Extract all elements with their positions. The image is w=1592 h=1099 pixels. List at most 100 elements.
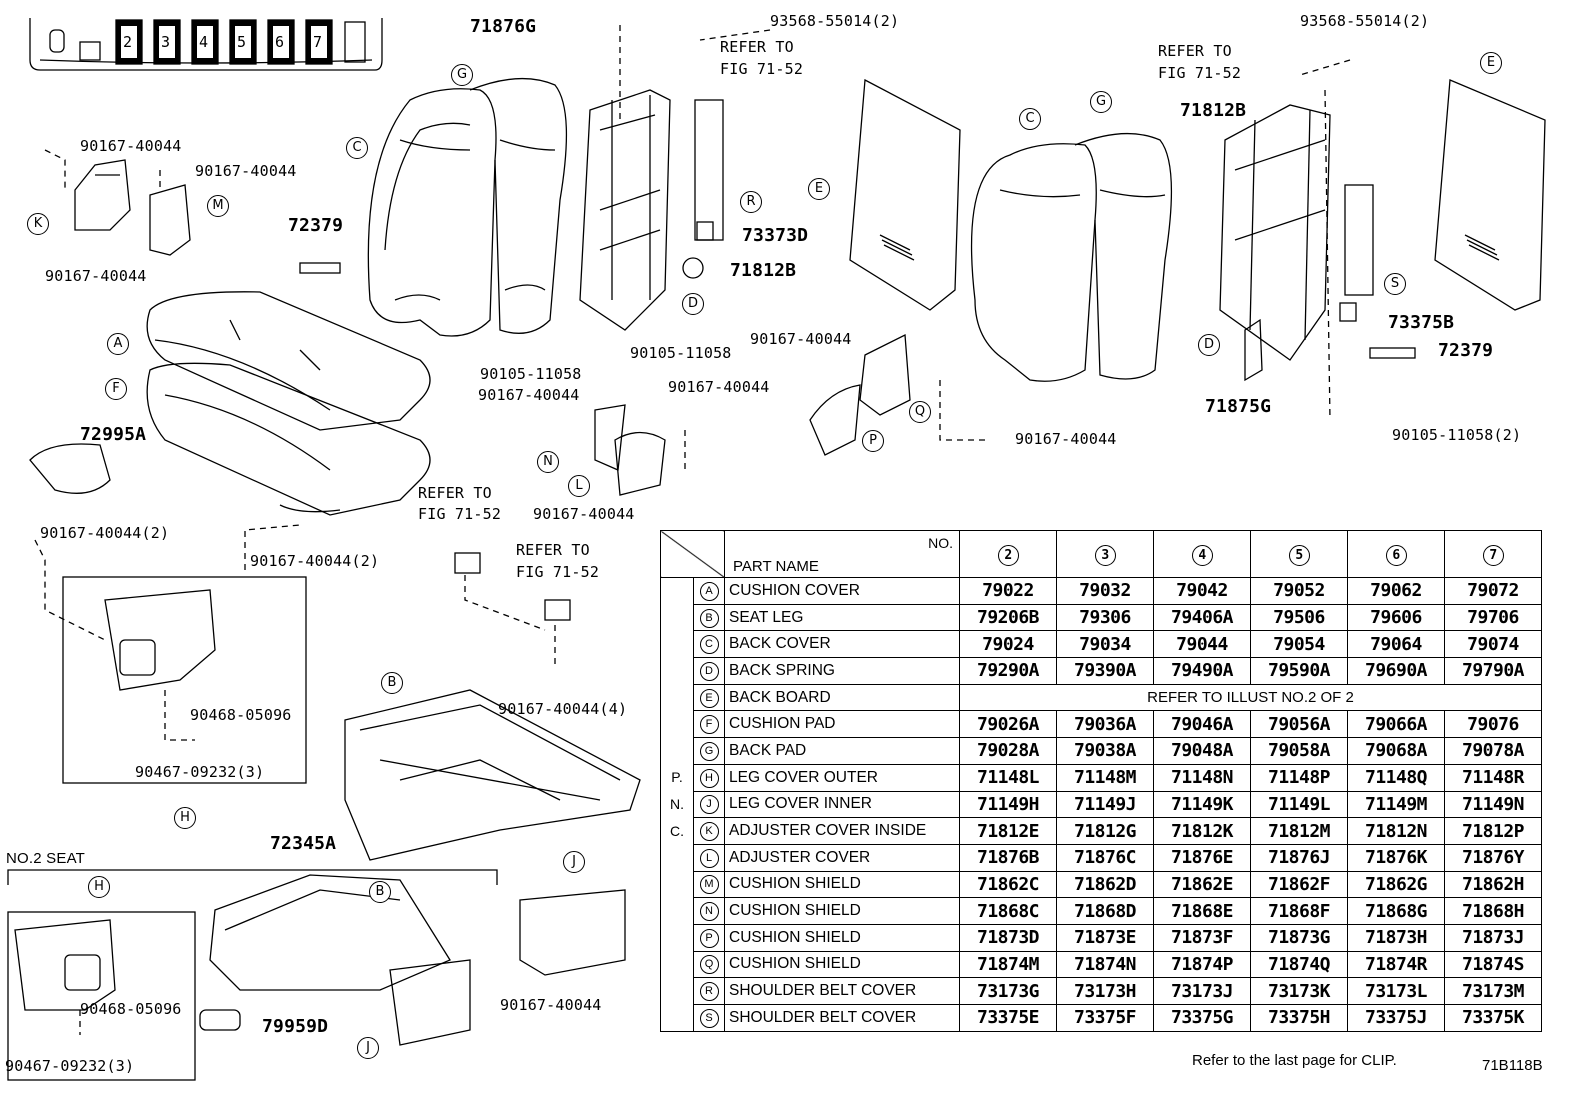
column-number: 6 (1385, 544, 1407, 566)
row-letter: S (699, 1008, 719, 1028)
legend-number: 5 (237, 33, 247, 51)
pnc-letter: C. (670, 822, 684, 839)
part-number: 79056A (1250, 710, 1348, 739)
column-number: 7 (1482, 544, 1504, 566)
callout-72379-left: 72379 (288, 215, 344, 236)
callout-refer-to-a: REFER TO (720, 38, 794, 56)
no2-leg-cover-box (7, 911, 196, 1081)
part-number: 79048A (1153, 737, 1251, 765)
pnc-letter: P. (671, 768, 683, 785)
part-number: 79076 (1444, 710, 1542, 739)
cushion-left (146, 291, 431, 431)
row-letter-cell: F (693, 710, 725, 739)
part-number: 71874N (1056, 950, 1154, 979)
row-letter-cell: G (693, 737, 725, 765)
callout-90167-40044-h: 90167-40044 (1015, 430, 1117, 448)
part-number: 71812G (1056, 817, 1154, 845)
part-number: 71868H (1444, 897, 1542, 925)
part-name: ADJUSTER COVER INSIDE (724, 817, 960, 845)
callout-72345A: 72345A (270, 833, 337, 854)
letter-C-left: C (346, 137, 368, 159)
callout-refer-to-d: REFER TO (516, 541, 590, 559)
letter-N: N (537, 451, 559, 473)
row-letter: H (699, 768, 719, 788)
letter-K: K (27, 213, 49, 235)
callout-refer-to-b: REFER TO (1158, 42, 1232, 60)
part-number: 71862F (1250, 870, 1348, 899)
row-letter-cell: Q (693, 950, 725, 979)
letter-B-no2: B (369, 881, 391, 903)
part-number: 73173G (959, 977, 1057, 1005)
part-number: 79706 (1444, 603, 1542, 632)
pnc-label: P.N.C. (660, 577, 694, 1032)
no2-seat-title: NO.2 SEAT (6, 850, 86, 867)
part-number: 71812K (1153, 817, 1251, 845)
callout-90167-40044-2-a: 90167-40044(2) (40, 524, 170, 542)
callout-90105-11058-a: 90105-11058 (630, 344, 732, 362)
part-number: 79206B (959, 603, 1057, 632)
no2-leg-cover-outer (14, 919, 116, 1011)
callout-90167-40044-c: 90167-40044 (45, 267, 147, 285)
legend-icons (115, 19, 333, 65)
no2-seat-leg (209, 874, 451, 991)
back-pad-left (469, 77, 568, 334)
letter-P: P (862, 430, 884, 452)
part-number: 71862G (1347, 870, 1445, 899)
callout-71875G: 71875G (1205, 396, 1272, 417)
column-header: 6 (1347, 530, 1445, 578)
part-79959D (199, 1009, 241, 1031)
part-number: 79022 (959, 577, 1057, 605)
cushion-shield-m (149, 184, 191, 256)
row-letter: B (699, 608, 719, 628)
part-name: CUSHION SHIELD (724, 897, 960, 925)
part-number: 71876E (1153, 843, 1251, 872)
row-letter: C (699, 635, 719, 655)
row-letter: M (699, 875, 719, 895)
letter-D-right: D (1198, 334, 1220, 356)
cushion-shield-p (809, 384, 861, 456)
part-name: SHOULDER BELT COVER (724, 1004, 960, 1032)
letter-H-no2: H (88, 876, 110, 898)
part-number: 71874P (1153, 950, 1251, 979)
footer-code: 71B118B (1482, 1057, 1543, 1074)
letter-E-right: E (1480, 52, 1502, 74)
part-number: 71873G (1250, 923, 1348, 952)
letter-B-main: B (381, 672, 403, 694)
legend-seat-icon (115, 19, 143, 65)
column-number: 2 (997, 544, 1019, 566)
bracket-refer-1 (454, 552, 481, 574)
part-name: BACK COVER (724, 630, 960, 659)
letter-H-main: H (174, 807, 196, 829)
row-letter-cell: B (693, 603, 725, 632)
part-number: 79390A (1056, 657, 1154, 685)
back-frame-right (1219, 104, 1374, 382)
column-header: 3 (1056, 530, 1154, 578)
row-letter: A (699, 581, 719, 601)
letter-J-main: J (563, 851, 585, 873)
part-number: 71868E (1153, 897, 1251, 925)
bracket-refer-2 (544, 599, 571, 621)
row-letter-cell: E (693, 683, 725, 712)
part-name: LEG COVER OUTER (724, 763, 960, 792)
refer-note: REFER TO ILLUST NO.2 OF 2 (959, 683, 1542, 712)
row-letter: N (699, 902, 719, 922)
callout-fig-71-52-d: FIG 71-52 (516, 563, 600, 581)
part-number: 79058A (1250, 737, 1348, 765)
part-number: 79074 (1444, 630, 1542, 659)
part-number: 71148P (1250, 763, 1348, 792)
part-number: 79306 (1056, 603, 1154, 632)
part-name: ADJUSTER COVER (724, 843, 960, 872)
callout-72379-right: 72379 (1438, 340, 1494, 361)
letter-C-right: C (1019, 108, 1041, 130)
part-number: 79032 (1056, 577, 1154, 605)
callout-93568-55014-b: 93568-55014(2) (1300, 12, 1430, 30)
